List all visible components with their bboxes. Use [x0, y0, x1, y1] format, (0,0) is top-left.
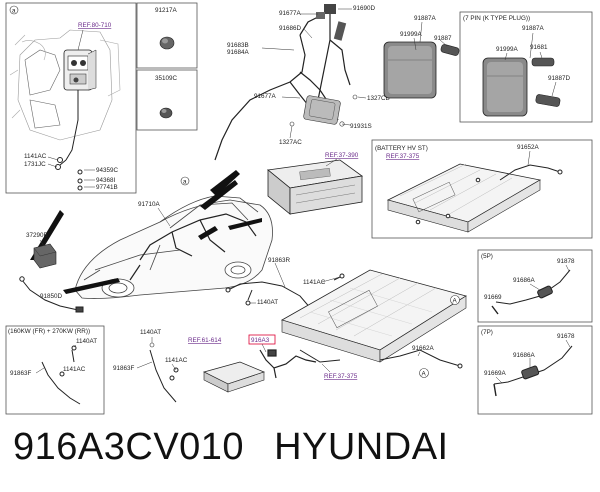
label-91850d: 91850D — [40, 293, 63, 300]
label-91662a: 91662A — [412, 345, 435, 352]
grommet-91217a-icon — [159, 36, 175, 50]
callout-a-circle-car — [180, 176, 190, 186]
label-91863f-low: 91863F — [113, 365, 135, 372]
label-1141ac-batt: 1141AC — [303, 279, 326, 286]
label-91878: 91878 — [557, 258, 575, 265]
harness-91863f-box — [41, 345, 81, 405]
label-1140at-low: 1140AT — [140, 329, 161, 336]
battery-harness-91652a — [415, 164, 563, 225]
component-37290b — [33, 243, 57, 269]
label-97741b: 97741B — [96, 184, 118, 191]
label-91686d: 91686D — [279, 25, 302, 32]
panel-160kw-270kw — [5, 325, 105, 415]
charging-cover-91999a-right — [482, 57, 528, 117]
vehicle-illustration — [74, 195, 273, 299]
ref-37-375-top: REF.37-375 — [386, 153, 420, 160]
label-91217a: 91217A — [155, 7, 178, 14]
plug-91887d — [535, 94, 561, 107]
label-7p: (7P) — [481, 329, 493, 336]
ref-37-375-low: REF.37-375 — [324, 373, 358, 380]
callout-a-lower — [419, 368, 429, 378]
label-916a3-highlighted: 916A3 — [251, 337, 270, 344]
wiring-diagram: a REF.80-710 1141AC 1731JC 94359C 94368I… — [5, 2, 593, 415]
callout-a-upper-letter: A — [453, 298, 458, 305]
callout-a-letter: a — [12, 8, 16, 15]
harness-916a3 — [259, 349, 317, 379]
label-91681: 91681 — [530, 44, 548, 51]
label-91863f-box: 91863F — [10, 370, 32, 377]
label-91863r: 91863R — [268, 257, 291, 264]
label-94359c: 94359C — [96, 167, 119, 174]
label-35109c: 35109C — [155, 75, 178, 82]
label-91710a: 91710A — [138, 201, 161, 208]
label-1731jc: 1731JC — [24, 161, 46, 168]
plug-91681 — [531, 57, 555, 67]
label-91684a: 91684A — [227, 49, 250, 56]
callout-a-letter-car: a — [183, 179, 187, 186]
plug-91887-left — [440, 44, 460, 56]
label-1141ac-low: 1141AC — [165, 357, 188, 364]
label-1140at-box: 1140AT — [76, 338, 97, 345]
label-91931s: 91931S — [350, 123, 372, 130]
label-91887a-right: 91887A — [522, 25, 545, 32]
panel-5p — [477, 249, 593, 323]
connector-module-91687 — [63, 49, 97, 91]
harness-91863f-low — [149, 349, 179, 403]
label-94368i: 94368I — [96, 177, 116, 184]
label-37290b: 37290B — [26, 232, 48, 239]
callout-a-circle — [9, 5, 19, 15]
label-1141ac-box: 1141AC — [63, 366, 86, 373]
label-7pin-plug: (7 PIN (K TYPE PLUG)) — [463, 15, 530, 22]
label-1141ac: 1141AC — [24, 153, 47, 160]
ref-61-614: REF.61-614 — [188, 337, 222, 344]
panel-battery-hv-st — [371, 139, 593, 239]
harness-connectors-top — [289, 4, 358, 127]
component-ref-61-614 — [203, 361, 265, 393]
caption: 916A3CV010 HYUNDAI — [13, 426, 449, 469]
battery-main-harness — [299, 273, 463, 369]
label-91887a-left: 91887A — [414, 15, 437, 22]
obc-module — [267, 159, 364, 215]
panel-7p — [477, 325, 593, 415]
engine-bay-illustration — [9, 29, 121, 141]
label-91999a-right: 91999A — [496, 46, 519, 53]
label-91677a-top: 91677A — [279, 10, 302, 17]
label-91887d: 91887D — [548, 75, 571, 82]
label-91690d: 91690D — [353, 5, 376, 12]
label-1140at-mid: 1140AT — [257, 299, 278, 306]
label-91677a-mid: 91677A — [254, 93, 277, 100]
label-91686a-7p: 91686A — [513, 352, 536, 359]
battery-pack-top — [386, 163, 542, 233]
panel-7pin-plug — [459, 11, 593, 123]
label-91652a: 91652A — [517, 144, 540, 151]
label-91887-left: 91887 — [434, 35, 452, 42]
battery-pack-main — [280, 269, 467, 363]
label-160kw-270kw: (160KW (FR) + 270KW (RR)) — [8, 328, 90, 335]
label-91683b: 91683B — [227, 42, 249, 49]
label-5p: (5P) — [481, 253, 493, 260]
main-harness-top — [214, 10, 351, 161]
brand-name: HYUNDAI — [274, 426, 449, 468]
label-battery-hv-st: (BATTERY HV ST) — [375, 145, 428, 152]
panel-35109c — [136, 69, 198, 131]
panel-a-engine-bay — [5, 2, 137, 194]
label-1327ac: 1327AC — [279, 139, 302, 146]
panel-91217a — [136, 2, 198, 69]
callout-a-lower-letter: A — [422, 371, 427, 378]
ref-37-390: REF.37-390 — [325, 152, 359, 159]
charging-cover-91999a-left — [383, 41, 437, 99]
harness-5p — [491, 269, 571, 315]
callout-a-upper — [450, 295, 460, 305]
grommet-35109c-icon — [159, 107, 173, 119]
harness-7p — [493, 345, 573, 397]
harness-91850d — [19, 276, 84, 313]
ref-80-710: REF.80-710 — [78, 22, 112, 29]
label-1327cb: 1327CB — [367, 95, 390, 102]
label-91678: 91678 — [557, 333, 575, 340]
part-number: 916A3CV010 — [13, 426, 245, 468]
label-91669a: 91669A — [484, 370, 507, 377]
label-91686a-5p: 91686A — [513, 277, 536, 284]
label-91999a-left: 91999A — [400, 31, 423, 38]
label-91669: 91669 — [484, 294, 502, 301]
